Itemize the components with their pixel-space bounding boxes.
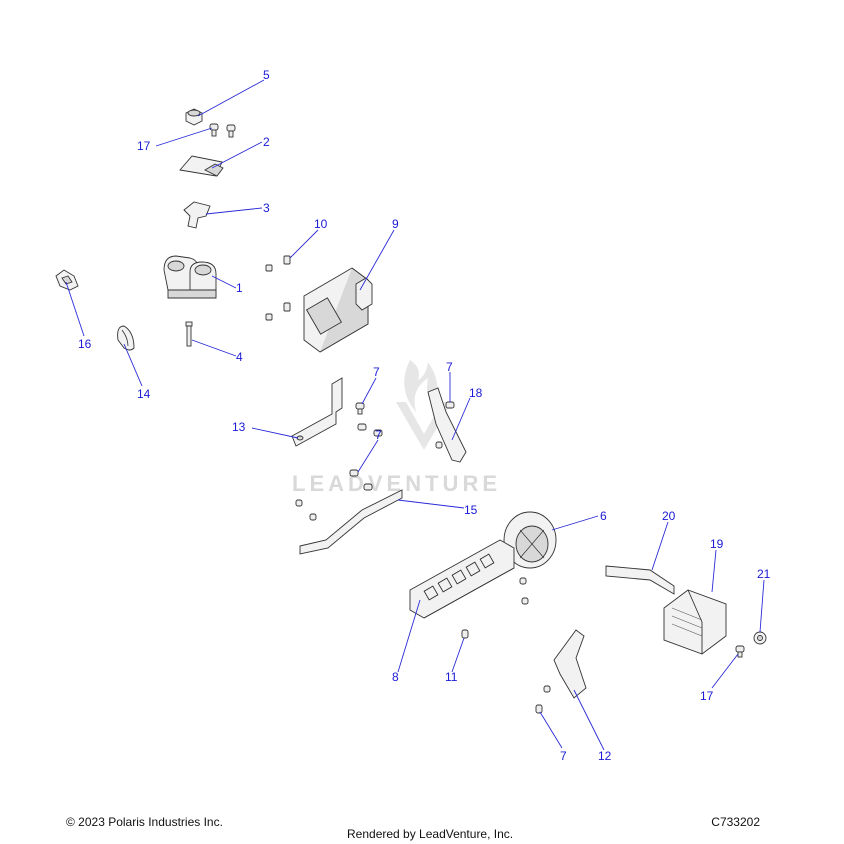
callout-15: 15 xyxy=(464,503,478,517)
part-13-bracket xyxy=(291,377,343,447)
callouts: 5 17 2 3 1 4 10 9 16 14 13 7 7 7 18 15 6… xyxy=(78,68,771,763)
leader-lines xyxy=(65,79,765,751)
part-19-regulator xyxy=(663,589,727,655)
callout-1: 1 xyxy=(236,281,243,295)
copyright-notice: © 2023 Polaris Industries Inc. xyxy=(66,815,223,829)
relay-sockets xyxy=(423,553,495,601)
figure-code: C733202 xyxy=(711,815,760,829)
part-9-ecu xyxy=(303,267,373,353)
callout-17: 17 xyxy=(700,689,714,703)
callout-16: 16 xyxy=(78,337,92,351)
callout-20: 20 xyxy=(662,509,676,523)
callout-6: 6 xyxy=(600,509,607,523)
callout-14: 14 xyxy=(137,387,151,401)
callout-11: 11 xyxy=(445,670,458,684)
callout-3: 3 xyxy=(263,201,270,215)
callout-17: 17 xyxy=(137,139,151,153)
part-2-bracket xyxy=(179,155,224,177)
callout-7: 7 xyxy=(375,428,382,442)
part-18-bracket xyxy=(427,387,467,463)
part-1-coil xyxy=(163,255,217,299)
part-21-nut xyxy=(753,631,767,645)
callout-7: 7 xyxy=(373,365,380,379)
rendered-by-notice: Rendered by LeadVenture, Inc. xyxy=(347,827,514,841)
part-7-screws xyxy=(295,401,551,714)
watermark-text: LEADVENTURE xyxy=(292,471,501,496)
callout-4: 4 xyxy=(236,350,243,364)
part-16-connector xyxy=(55,269,79,291)
part-3-clip xyxy=(183,201,211,229)
part-17-screws xyxy=(209,123,236,138)
part-14-strap xyxy=(117,325,135,351)
callout-13: 13 xyxy=(232,420,246,434)
callout-7: 7 xyxy=(446,360,453,374)
callout-10: 10 xyxy=(314,217,328,231)
callout-8: 8 xyxy=(392,670,399,684)
part-6-fan xyxy=(503,511,557,569)
callout-5: 5 xyxy=(263,68,270,82)
part-8-relay-block xyxy=(409,539,529,639)
watermark: LEADVENTURE xyxy=(292,360,501,496)
callout-19: 19 xyxy=(710,537,724,551)
callout-2: 2 xyxy=(263,135,270,149)
callout-18: 18 xyxy=(469,386,483,400)
part-17-screw-right xyxy=(735,645,745,658)
callout-9: 9 xyxy=(392,217,399,231)
callout-12: 12 xyxy=(598,749,612,763)
part-5-nut xyxy=(185,108,203,126)
part-10-screws xyxy=(265,255,291,321)
part-20-bracket xyxy=(605,565,675,595)
callout-7: 7 xyxy=(560,749,567,763)
callout-21: 21 xyxy=(757,567,771,581)
part-15-bracket xyxy=(299,489,403,555)
part-4-bolt xyxy=(185,321,193,347)
part-12-bracket xyxy=(553,629,587,699)
